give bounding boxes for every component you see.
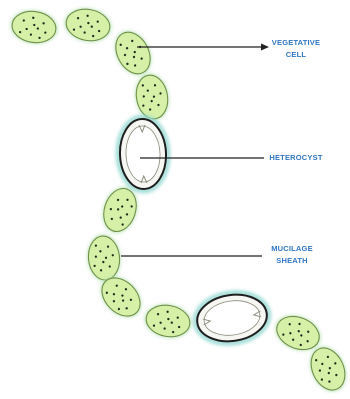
mucilage-sheath-label-line-2: SHEATH: [264, 255, 320, 267]
vegetative-cell: [85, 233, 123, 284]
vegetative-cell-label: VEGETATIVE CELL: [268, 37, 324, 61]
vegetative-cells: [8, 4, 350, 398]
vegetative-cell-label-line-2: CELL: [268, 49, 324, 61]
vegetative-cell: [141, 300, 194, 342]
vegetative-cell-label-line-1: VEGETATIVE: [268, 37, 324, 49]
vegetative-cell: [61, 4, 114, 46]
heterocyst-label: HETEROCYST: [266, 152, 326, 164]
heterocyst-cell: [117, 116, 170, 192]
heterocyst-cell: [192, 288, 272, 348]
heterocysts: [117, 116, 272, 348]
mucilage-sheath-label-line-1: MUCILAGE: [264, 243, 320, 255]
mucilage-sheath-label: MUCILAGE SHEATH: [264, 243, 320, 267]
filament: [8, 4, 350, 398]
vegetative-cell: [8, 7, 60, 47]
heterocyst-label-text: HETEROCYST: [266, 152, 326, 164]
